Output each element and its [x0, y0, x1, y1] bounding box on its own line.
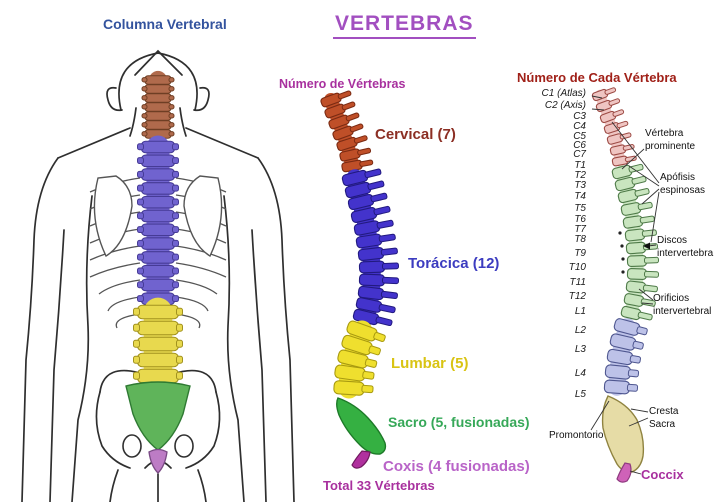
- annotation-apofisis-espinosas: Apófisis espinosas: [660, 172, 706, 196]
- vertebra-level-label: T10: [568, 262, 586, 273]
- vertebra-level-label: L5: [574, 389, 586, 400]
- annotation-pointer-lines: [590, 95, 660, 475]
- label-sacrum: Sacro (5, fusionadas): [388, 414, 530, 430]
- vertebra-level-label: C6: [573, 140, 586, 151]
- label-total: Total 33 Vértebras: [323, 478, 435, 493]
- vertebra-level-label: C2 (Axis): [544, 100, 586, 111]
- left-figure-title: Columna Vertebral: [103, 16, 227, 32]
- right-figure-subtitle: Número de Cada Vértebra: [517, 70, 677, 85]
- vertebra-level-label: T9: [574, 248, 586, 259]
- annotation-cresta-sacra: Cresta Sacra: [649, 406, 679, 430]
- annotation-discos-intervertebrales: Discos intervertebra: [657, 235, 714, 259]
- annotation-promontorio: Promontorio: [549, 430, 604, 441]
- middle-spine: [320, 90, 400, 469]
- vertebra-level-label: L1: [574, 306, 586, 317]
- label-cervical: Cervical (7): [375, 126, 456, 143]
- label-coccyx: Coxis (4 fusionadas): [383, 458, 530, 475]
- vertebra-level-label: T7: [574, 224, 586, 235]
- vertebra-level-label: L4: [574, 368, 586, 379]
- annotation-coccix: Coccix: [641, 467, 684, 482]
- vertebra-level-label: L2: [574, 325, 586, 336]
- vertebra-level-label: C5: [573, 131, 586, 142]
- left-spine: [125, 70, 191, 474]
- annotation-orificios-intervertebral: Orificios intervertebral: [653, 293, 712, 317]
- vertebra-level-label: T3: [574, 180, 586, 191]
- vertebra-level-label: T5: [574, 203, 586, 214]
- vertebra-level-label: C3: [573, 111, 586, 122]
- vertebra-level-label: T11: [569, 277, 587, 288]
- vertebra-level-label: T6: [574, 214, 586, 225]
- annotation-vertebra-prominente: Vértebra prominente: [645, 128, 696, 152]
- vertebra-level-label: T1: [574, 160, 586, 171]
- vertebra-level-label: L3: [574, 344, 586, 355]
- middle-figure-subtitle: Número de Vértebras: [279, 77, 406, 91]
- vertebra-level-label: T2: [574, 170, 586, 181]
- vertebra-level-label: T12: [568, 291, 586, 302]
- right-spine: [591, 87, 660, 483]
- label-thoracic: Torácica (12): [408, 255, 500, 272]
- vertebra-level-label: C1 (Atlas): [541, 88, 586, 99]
- body-outline: [21, 49, 295, 502]
- vertebra-level-label: C7: [573, 149, 586, 160]
- label-lumbar: Lumbar (5): [391, 355, 469, 372]
- main-title: VERTEBRAS: [333, 12, 476, 39]
- vertebra-level-label: T8: [574, 234, 586, 245]
- vertebra-level-label: C4: [573, 121, 586, 132]
- vertebra-level-label: T4: [574, 191, 586, 202]
